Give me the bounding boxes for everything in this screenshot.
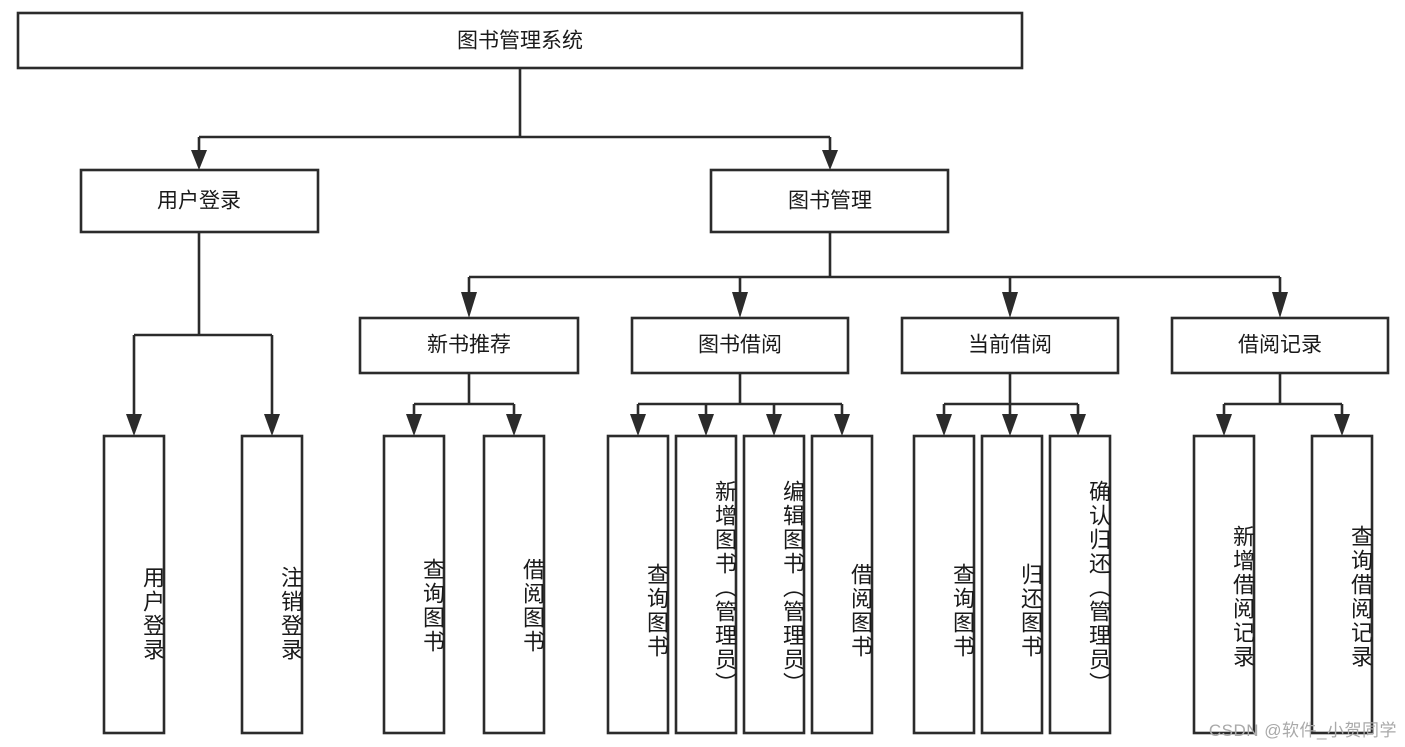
arrowhead-bookborrow-leaf-2: [698, 414, 714, 436]
arrowhead-bookborrow-leaf-1: [630, 414, 646, 436]
arrowhead-to-borrow-record: [1272, 292, 1288, 318]
arrowhead-currentborrow-leaf-2: [1002, 414, 1018, 436]
arrowhead-to-current-borrow: [1002, 292, 1018, 318]
arrowhead-newbook-leaf-2: [506, 414, 522, 436]
node-current-borrow[interactable]: [900, 316, 1120, 375]
node-borrow-record-label: 借阅记录: [1238, 334, 1322, 357]
node-new-book-recommend-label: 新书推荐: [427, 334, 511, 357]
arrowhead-bookborrow-leaf-4: [834, 414, 850, 436]
arrowhead-currentborrow-leaf-3: [1070, 414, 1086, 436]
node-root-label: 图书管理系统: [457, 30, 583, 53]
arrowhead-borrowrecord-leaf-2: [1334, 414, 1350, 436]
leaf-book-borrow-1[interactable]: [606, 434, 670, 735]
leaf-new-book-1[interactable]: [382, 434, 446, 735]
leaf-book-borrow-4[interactable]: [810, 434, 874, 735]
leaf-book-borrow-3[interactable]: [742, 434, 806, 735]
arrowhead-to-book-management: [822, 150, 838, 170]
node-root-book-management-system[interactable]: [16, 11, 1024, 70]
leaf-book-borrow-2[interactable]: [674, 434, 738, 735]
leaf-current-borrow-2[interactable]: [980, 434, 1044, 735]
node-book-borrow-label: 图书借阅: [698, 334, 782, 357]
node-book-management[interactable]: [709, 168, 950, 234]
node-book-borrow[interactable]: [630, 316, 850, 375]
node-book-management-label: 图书管理: [788, 190, 872, 213]
arrowhead-currentborrow-leaf-1: [936, 414, 952, 436]
arrowhead-userlogin-leaf-2: [264, 414, 280, 436]
node-current-borrow-label: 当前借阅: [968, 334, 1052, 357]
node-user-login-label: 用户登录: [157, 190, 241, 213]
leaf-user-login-1[interactable]: [102, 434, 166, 735]
leaf-user-login-2[interactable]: [240, 434, 304, 735]
leaf-current-borrow-1[interactable]: [912, 434, 976, 735]
leaf-borrow-record-2[interactable]: [1310, 434, 1374, 735]
arrowhead-bookborrow-leaf-3: [766, 414, 782, 436]
leaf-new-book-2[interactable]: [482, 434, 546, 735]
arrowhead-userlogin-leaf-1: [126, 414, 142, 436]
leaf-current-borrow-3[interactable]: [1048, 434, 1112, 735]
arrowhead-to-book-borrow: [732, 292, 748, 318]
arrowhead-newbook-leaf-1: [406, 414, 422, 436]
csdn-watermark: CSDN @软件_小贺同学: [1208, 721, 1397, 740]
node-new-book-recommend[interactable]: [358, 316, 580, 375]
arrowhead-to-new-book: [461, 292, 477, 318]
leaf-borrow-record-1[interactable]: [1192, 434, 1256, 735]
node-borrow-record[interactable]: [1170, 316, 1390, 375]
arrowhead-borrowrecord-leaf-1: [1216, 414, 1232, 436]
arrowhead-to-user-login: [191, 150, 207, 170]
